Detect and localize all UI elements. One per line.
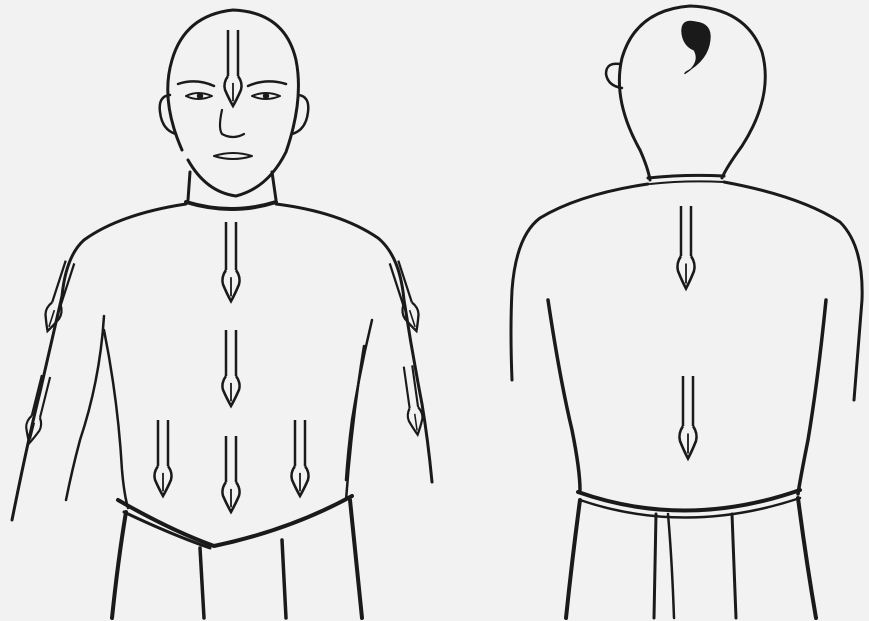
back-dhoti-middle-left — [654, 514, 656, 618]
